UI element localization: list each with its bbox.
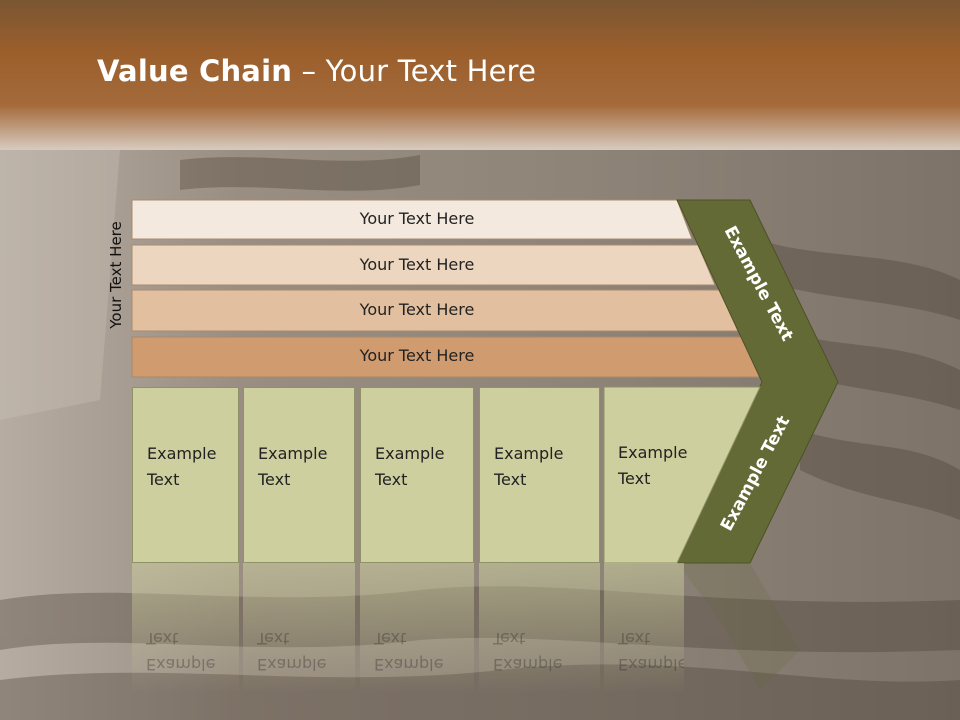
box-1-reflection-line1: Example — [146, 655, 216, 674]
chevron-reflection — [677, 563, 800, 690]
bar-1-shape — [131, 199, 693, 240]
box-3-line2: Text — [375, 470, 408, 489]
box-2-line2: Text — [258, 470, 291, 489]
box-5-reflection-line1: Example — [618, 655, 684, 674]
box-2-reflection-line2: Text — [257, 629, 290, 648]
bar-3-label: Your Text Here — [359, 300, 475, 319]
bar-4-label: Your Text Here — [359, 346, 475, 365]
box-4-reflection-line2: Text — [493, 629, 526, 648]
slide-title: Value Chain – Your Text Here — [97, 54, 536, 94]
box-4-reflection: Example Text — [479, 563, 600, 693]
box-5-reflection: Example Text — [604, 563, 684, 693]
box-1-reflection: Example Text — [132, 563, 239, 693]
box-1-line2: Text — [147, 470, 180, 489]
title-bold: Value Chain — [97, 54, 293, 88]
box-4-reflection-line1: Example — [493, 655, 563, 674]
box-3-line1: Example — [375, 444, 445, 463]
box-2-reflection-line1: Example — [257, 655, 327, 674]
box-2-line1: Example — [258, 444, 328, 463]
box-1-line1: Example — [147, 444, 217, 463]
box-4-line1: Example — [494, 444, 564, 463]
box-2-reflection: Example Text — [243, 563, 355, 693]
box-5-line2: Text — [618, 469, 651, 488]
box-1-reflection-line2: Text — [146, 629, 179, 648]
box-3-reflection-line1: Example — [374, 655, 444, 674]
box-3-reflection: Example Text — [360, 563, 474, 693]
bar-1[interactable]: Your Text Here — [132, 200, 475, 238]
box-3-reflection-line2: Text — [374, 629, 407, 648]
box-5-reflection-line2: Text — [618, 629, 651, 648]
box-4-line2: Text — [494, 470, 527, 489]
bar-2[interactable]: Your Text Here — [132, 246, 475, 284]
bar-3[interactable]: Your Text Here — [132, 291, 475, 329]
example-box-4[interactable]: Example Text — [479, 387, 600, 563]
bar-2-label: Your Text Here — [359, 255, 475, 274]
title-rest: – Your Text Here — [292, 54, 537, 88]
chevron-shape[interactable] — [676, 199, 839, 564]
example-box-3[interactable]: Example Text — [360, 387, 474, 563]
bar-2-shape — [131, 244, 716, 286]
example-box-1[interactable]: Example Text — [132, 387, 239, 563]
bar-1-label: Your Text Here — [359, 209, 475, 228]
box-5-line1: Example — [618, 443, 688, 462]
bar-4[interactable]: Your Text Here — [132, 337, 475, 375]
example-box-5[interactable]: Example Text — [604, 387, 704, 563]
example-box-2[interactable]: Example Text — [243, 387, 355, 563]
